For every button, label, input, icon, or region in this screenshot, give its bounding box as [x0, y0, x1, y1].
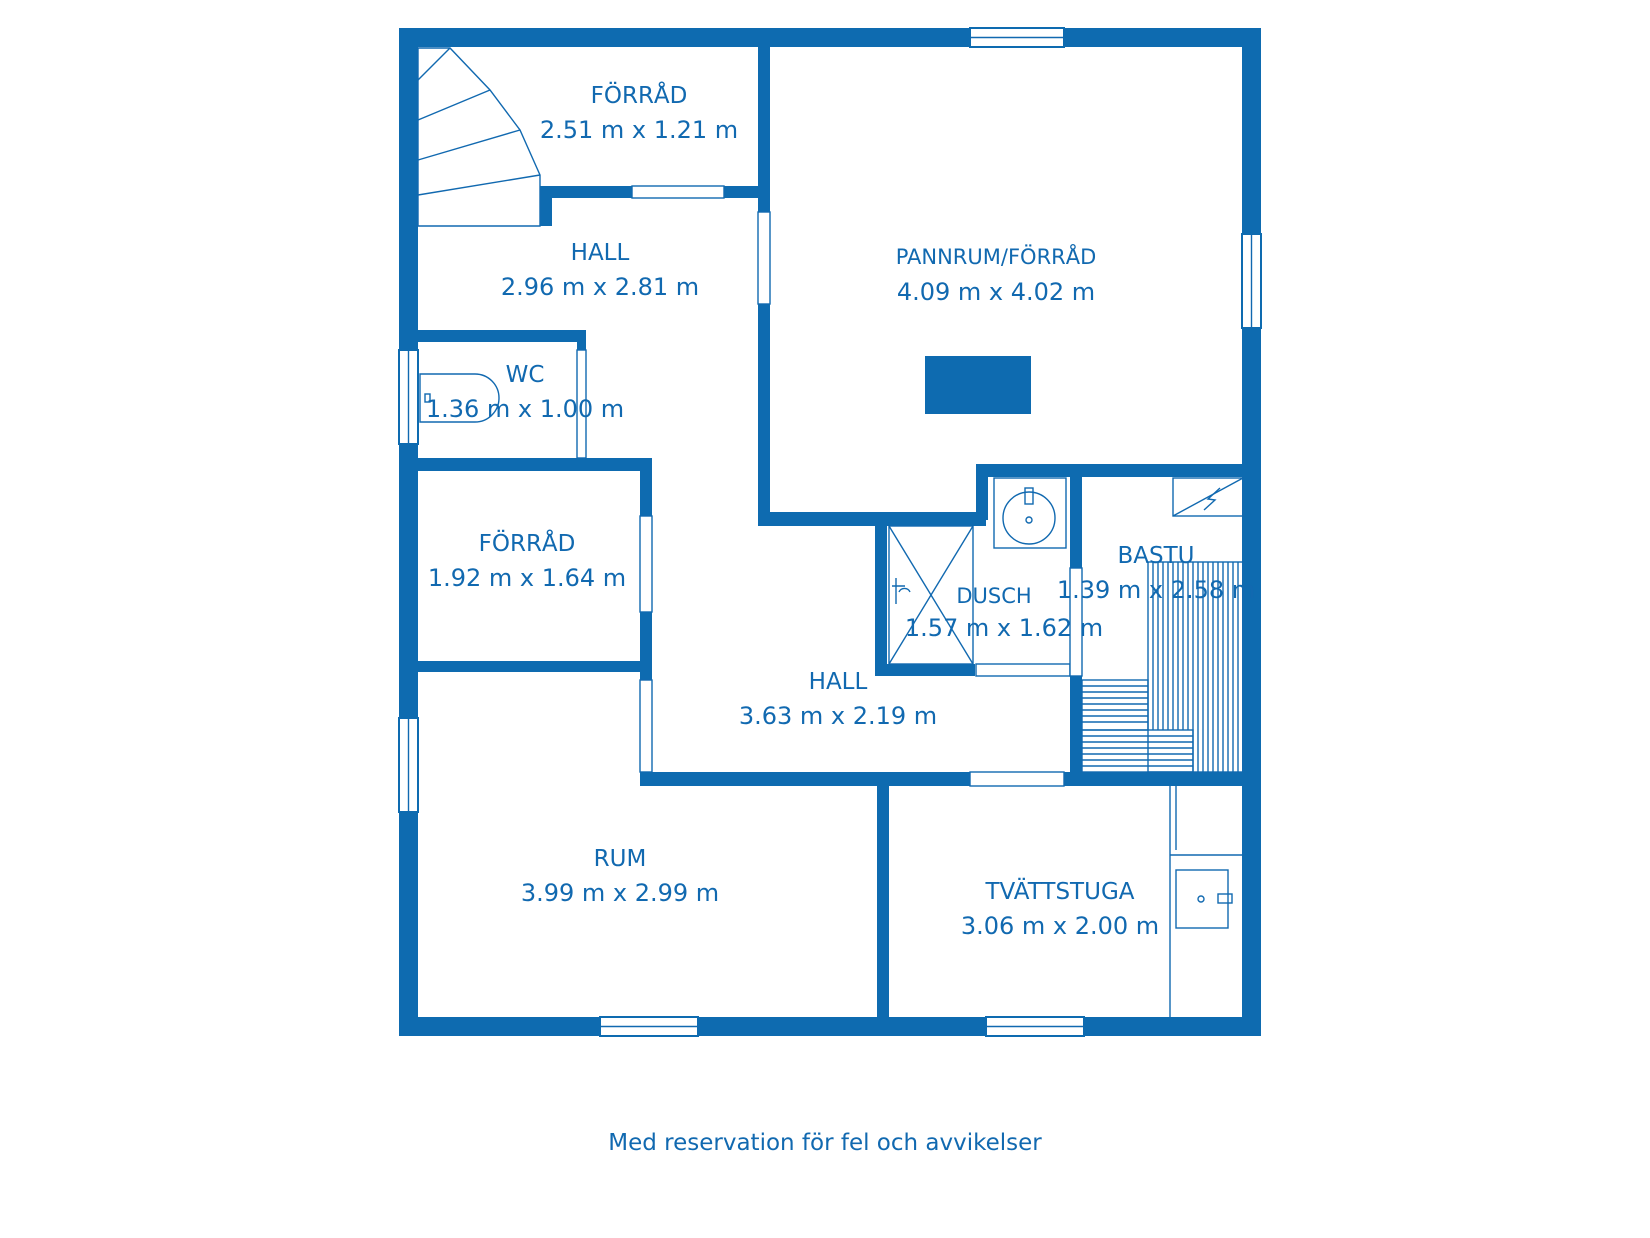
room-name-forrad-top: FÖRRÅD — [591, 81, 688, 109]
room-name-wc: WC — [506, 362, 545, 388]
window-left-wc — [398, 349, 419, 445]
room-labels: FÖRRÅD 2.51 m x 1.21 m HALL 2.96 m x 2.8… — [426, 81, 1255, 940]
windows — [398, 27, 1262, 1037]
sink-icon — [993, 477, 1067, 549]
room-size-tvattstuga: 3.06 m x 2.00 m — [961, 912, 1159, 940]
toilet-icon — [419, 373, 500, 423]
boiler-icon — [925, 356, 1031, 414]
room-name-dusch: DUSCH — [956, 584, 1031, 608]
room-name-hall-upper: HALL — [571, 240, 630, 266]
room-name-hall-lower: HALL — [809, 669, 868, 695]
laundry-sink-icon — [1169, 786, 1242, 1017]
shower-icon — [888, 525, 974, 665]
sauna-heater-icon — [1172, 477, 1244, 517]
window-left-rum — [398, 717, 419, 813]
room-size-hall-upper: 2.96 m x 2.81 m — [501, 273, 699, 301]
window-bottom-rum — [599, 1016, 699, 1037]
sauna-bench-icon — [1081, 561, 1244, 773]
stairs-icon — [417, 47, 541, 227]
room-size-wc: 1.36 m x 1.00 m — [426, 395, 624, 423]
room-name-tvattstuga: TVÄTTSTUGA — [985, 877, 1135, 905]
doorways — [576, 185, 1083, 787]
disclaimer-text: Med reservation för fel och avvikelser — [608, 1130, 1042, 1156]
room-size-bastu: 1.39 m x 2.58 m — [1057, 576, 1255, 604]
room-name-rum: RUM — [594, 846, 647, 872]
room-size-dusch: 1.57 m x 1.62 m — [905, 614, 1103, 642]
room-size-forrad-top: 2.51 m x 1.21 m — [540, 116, 738, 144]
window-right — [1241, 233, 1262, 329]
room-name-pannrum: PANNRUM/FÖRRÅD — [896, 243, 1097, 269]
room-size-hall-lower: 3.63 m x 2.19 m — [739, 702, 937, 730]
window-bottom-tvatt — [985, 1016, 1085, 1037]
room-size-rum: 3.99 m x 2.99 m — [521, 879, 719, 907]
room-size-forrad-mid: 1.92 m x 1.64 m — [428, 564, 626, 592]
room-size-pannrum: 4.09 m x 4.02 m — [897, 278, 1095, 306]
room-name-bastu: BASTU — [1118, 543, 1195, 569]
window-top — [969, 27, 1065, 48]
room-name-forrad-mid: FÖRRÅD — [479, 529, 576, 557]
